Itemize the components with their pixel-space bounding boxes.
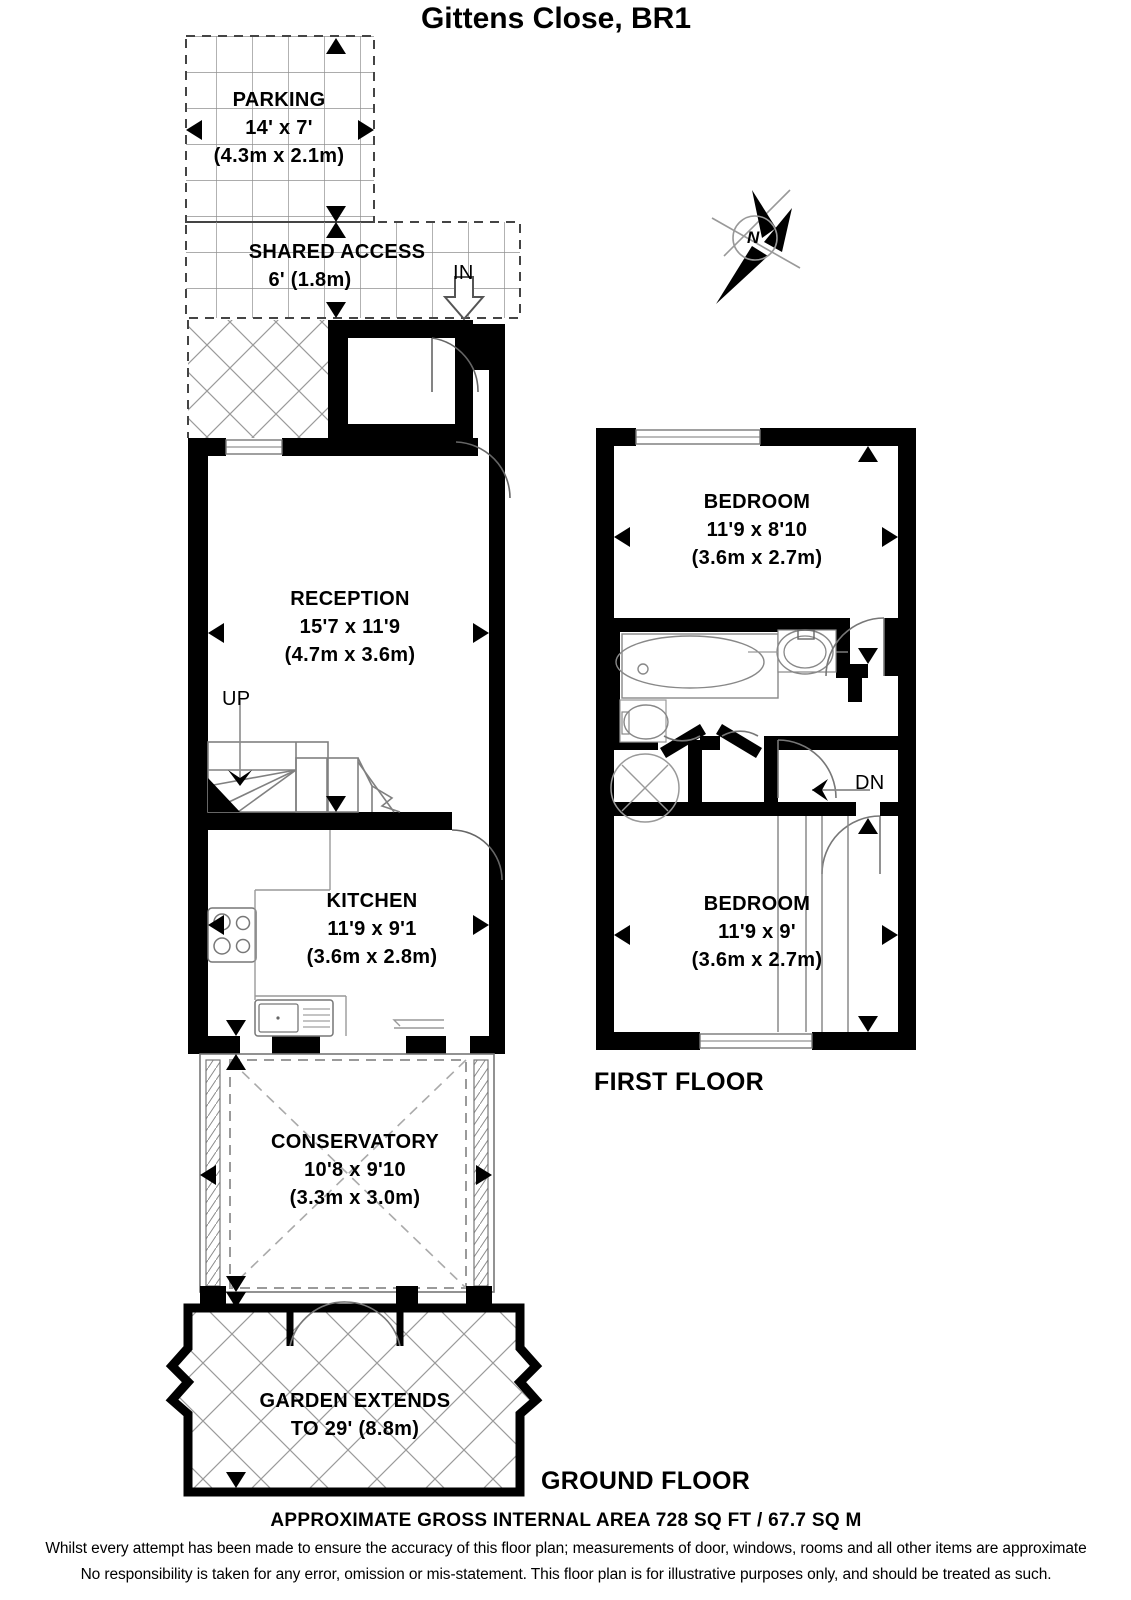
first-floor-door-swings	[777, 617, 885, 875]
room-label-shared-access: SHARED ACCESS	[248, 241, 426, 263]
first-floor-caption: FIRST FLOOR	[594, 1068, 764, 1096]
bathroom-doors	[660, 724, 762, 758]
room-dim-reception-metric: (4.7m x 3.6m)	[284, 644, 416, 666]
water-tank	[610, 753, 680, 823]
room-dim-parking-metric: (4.3m x 2.1m)	[213, 145, 345, 167]
garden-label-line1: GARDEN EXTENDS	[259, 1390, 451, 1412]
first-floor-staircase	[777, 816, 849, 1032]
stairs-up-label: UP	[222, 688, 251, 710]
room-dim-conservatory-imperial: 10'8 x 9'10	[304, 1159, 406, 1181]
dn-arrow	[812, 779, 870, 801]
ground-floor-caption: GROUND FLOOR	[541, 1467, 751, 1495]
room-label-bedroom-2: BEDROOM	[703, 893, 811, 915]
ground-floor-door-swings	[431, 337, 511, 881]
parking-dimension-arrows	[186, 38, 374, 318]
room-dim-reception-imperial: 15'7 x 11'9	[299, 616, 401, 638]
entrance-in-arrow	[442, 276, 486, 321]
ground-floor-dimension-arrows	[200, 623, 492, 1488]
room-dim-kitchen-metric: (3.6m x 2.8m)	[306, 946, 438, 968]
room-label-conservatory: CONSERVATORY	[270, 1131, 440, 1153]
room-label-parking: PARKING	[232, 89, 326, 111]
first-floor-windows	[635, 429, 813, 1049]
compass-rose	[711, 189, 801, 304]
entrance-in-label: IN	[453, 262, 474, 284]
kitchen-hob	[207, 907, 257, 963]
ground-floor-walls	[188, 320, 505, 1054]
first-floor-walls	[596, 428, 916, 1050]
bathroom-bath	[615, 633, 779, 699]
stairs-down-label: DN	[855, 772, 885, 794]
front-paving	[187, 320, 328, 438]
conservatory	[199, 1053, 495, 1308]
room-dim-bedroom-1-metric: (3.6m x 2.7m)	[691, 547, 823, 569]
stairs-bullnose	[208, 778, 240, 812]
kitchen-sink	[254, 999, 334, 1037]
disclaimer-line-1: Whilst every attempt has been made to en…	[45, 1540, 1087, 1557]
room-dim-parking-imperial: 14' x 7'	[245, 117, 313, 139]
garden-label-line2: TO 29' (8.8m)	[290, 1418, 420, 1440]
room-label-kitchen: KITCHEN	[326, 890, 418, 912]
bathroom-wc	[619, 699, 669, 743]
room-label-reception: RECEPTION	[290, 588, 410, 610]
parking-area	[185, 35, 375, 223]
garden-area	[165, 1301, 543, 1497]
room-dim-bedroom-1-imperial: 11'9 x 8'10	[706, 519, 808, 541]
room-dim-shared-access: 6' (1.8m)	[268, 269, 352, 291]
kitchen-counter-lines	[254, 830, 444, 1036]
reception-window	[225, 439, 283, 455]
gross-area-label: APPROXIMATE GROSS INTERNAL AREA 728 SQ F…	[270, 1510, 862, 1531]
room-dim-kitchen-imperial: 11'9 x 9'1	[327, 918, 417, 940]
room-dim-conservatory-metric: (3.3m x 3.0m)	[289, 1187, 421, 1209]
room-dim-bedroom-2-metric: (3.6m x 2.7m)	[691, 949, 823, 971]
up-arrow	[228, 770, 252, 786]
compass-north-label: N	[747, 228, 760, 247]
page-title: Gittens Close, BR1	[420, 2, 692, 35]
room-label-bedroom-1: BEDROOM	[703, 491, 811, 513]
first-floor-dimension-arrows	[614, 446, 898, 1032]
room-dim-bedroom-2-imperial: 11'9 x 9'	[718, 921, 796, 943]
disclaimer-line-2: No responsibility is taken for any error…	[80, 1566, 1052, 1583]
